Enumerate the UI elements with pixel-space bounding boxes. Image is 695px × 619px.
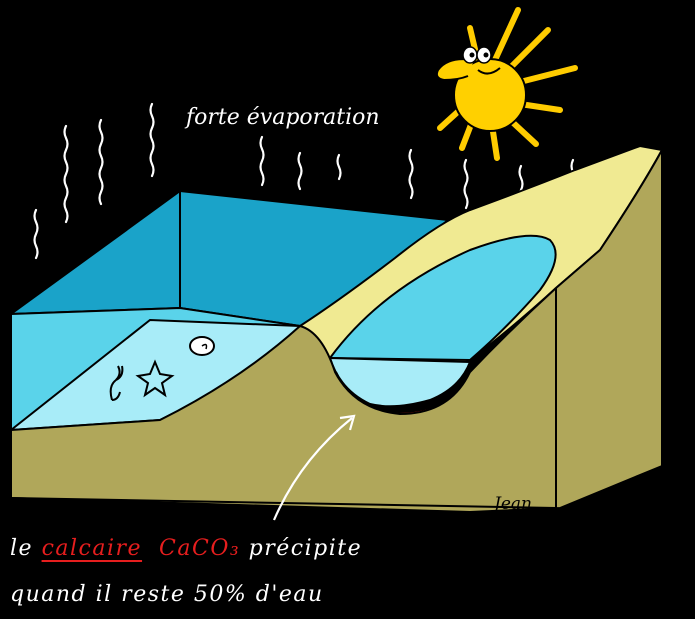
caption-line-1: le calcaire CaCO₃ précipite: [10, 536, 362, 561]
evaporation-label: forte évaporation: [184, 105, 380, 130]
caption-line-2: quand il reste 50% d'eau: [10, 582, 324, 607]
pointer-arrow-icon: [272, 414, 356, 521]
starfish-icon: [135, 359, 175, 398]
shell-icon: [189, 336, 215, 356]
caption-prefix: le: [10, 536, 42, 561]
fossil-coral-icon: [109, 365, 124, 401]
evaporation-lines: [33, 102, 576, 260]
sediment-block: [10, 149, 663, 514]
signature: Jean: [491, 494, 532, 514]
caption-keyword: calcaire: [41, 536, 143, 561]
caption-formula: CaCO₃: [159, 536, 241, 561]
sun-icon: [435, 7, 578, 161]
caption-suffix: précipite: [240, 536, 363, 561]
lagoon-water: [328, 234, 557, 362]
